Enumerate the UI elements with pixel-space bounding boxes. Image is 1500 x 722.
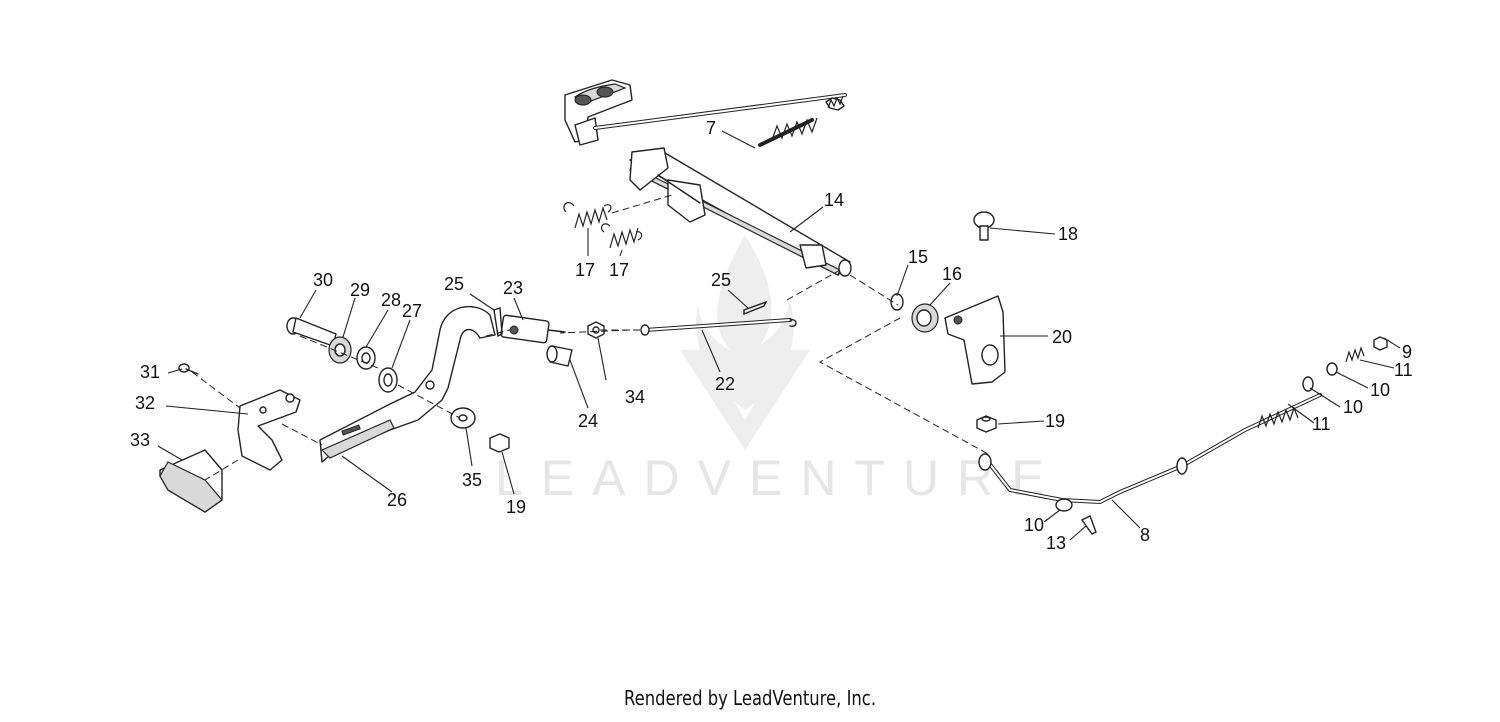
cross-shaft-14 (629, 147, 852, 277)
washer-35 (450, 407, 476, 429)
pedal-bracket-32 (237, 389, 301, 471)
callout-13: 13 (1046, 533, 1066, 553)
callout-30: 30 (313, 270, 333, 290)
flange-bearing-16 (911, 303, 939, 333)
callout-25a: 25 (711, 270, 731, 290)
pedal-bracket-top (564, 79, 633, 146)
hairpin-13 (1080, 515, 1097, 535)
callout-23: 23 (503, 278, 523, 298)
pedal-pad-33 (159, 449, 223, 513)
spring-11-upper (1345, 346, 1365, 363)
bushing-15 (890, 293, 904, 311)
washer-10-upper (1326, 362, 1338, 376)
callout-9: 9 (1402, 342, 1412, 362)
rod-7 (593, 93, 847, 147)
callout-20: 20 (1052, 327, 1072, 347)
callout-14: 14 (824, 190, 844, 210)
callout-8: 8 (1140, 525, 1150, 545)
callout-29: 29 (350, 280, 370, 300)
callout-33: 33 (130, 430, 150, 450)
bolt-30 (286, 317, 337, 347)
callout-10a: 10 (1370, 380, 1390, 400)
washer-28 (356, 346, 376, 370)
pin-24 (546, 345, 573, 367)
callout-15: 15 (908, 247, 928, 267)
spacer-29 (328, 336, 352, 364)
alignment-lines (191, 194, 991, 481)
spring-17-left (563, 202, 612, 229)
nut-34 (587, 321, 605, 339)
watermark-logo-v (680, 350, 810, 450)
callout-34: 34 (625, 387, 645, 407)
cotter-pin-25-right (743, 300, 768, 316)
callout-16: 16 (942, 264, 962, 284)
callout-17b: 17 (609, 260, 629, 280)
callout-27: 27 (402, 301, 422, 321)
watermark: LEADVENTURE (495, 235, 1063, 506)
washer-10-bottom (1055, 498, 1073, 512)
callout-17a: 17 (575, 260, 595, 280)
bracket-20 (944, 295, 1006, 385)
callout-31: 31 (140, 362, 160, 382)
cotter-pin-25-left (493, 307, 503, 338)
callout-numbers: 7 14 18 17 17 15 16 25 30 29 28 27 25 23… (130, 118, 1413, 553)
callout-11b: 11 (1312, 414, 1331, 434)
footer-credit: Rendered by LeadVenture, Inc. (623, 686, 877, 710)
callout-18: 18 (1058, 224, 1078, 244)
callout-25b: 25 (444, 274, 464, 294)
callout-19b: 19 (506, 497, 526, 517)
washer-27 (378, 367, 398, 393)
nut-19-left (489, 433, 510, 453)
nut-19-right (976, 415, 997, 433)
callout-24: 24 (578, 411, 598, 431)
watermark-text: LEADVENTURE (495, 450, 1063, 506)
callout-26: 26 (387, 490, 407, 510)
callout-10c: 10 (1024, 515, 1044, 535)
nut-9 (1373, 336, 1388, 351)
callout-19a: 19 (1045, 411, 1065, 431)
callout-35: 35 (462, 470, 482, 490)
callout-11a: 11 (1394, 360, 1413, 380)
rod-8 (978, 393, 1322, 505)
callout-28: 28 (381, 290, 401, 310)
clevis-23 (500, 314, 566, 344)
callout-22: 22 (715, 374, 735, 394)
callout-32: 32 (135, 393, 155, 413)
callout-10b: 10 (1343, 397, 1363, 417)
leader-lines (157, 130, 1401, 541)
callout-7: 7 (706, 118, 716, 138)
screw-31 (178, 363, 199, 375)
pedal-arm-26 (319, 305, 496, 463)
spring-17-right (600, 223, 643, 249)
washer-10-lower (1302, 376, 1314, 392)
carriage-bolt-18 (973, 211, 995, 241)
spring-11-lower (1257, 406, 1299, 429)
rod-22 (640, 318, 797, 336)
